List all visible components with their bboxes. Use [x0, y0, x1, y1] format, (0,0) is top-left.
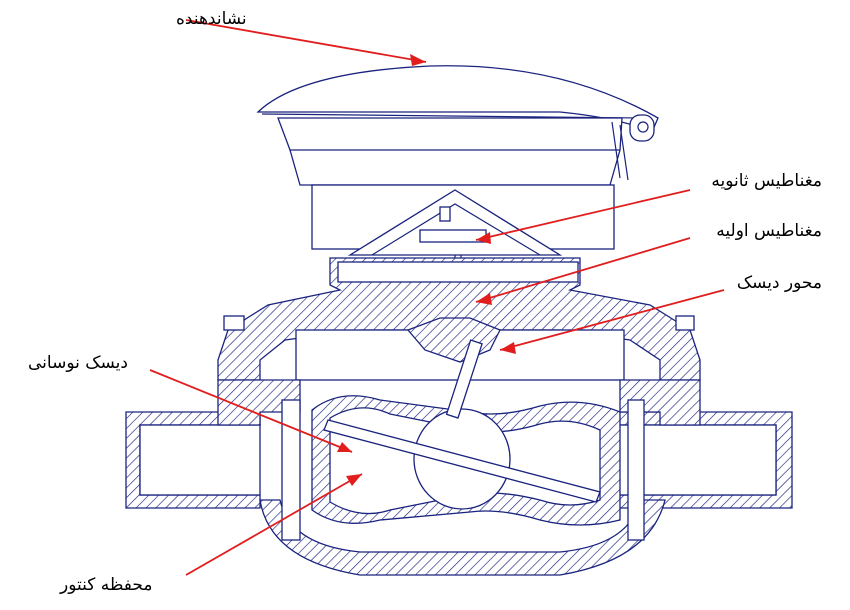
pipe-connections	[125, 379, 793, 509]
primary-magnet-label: مغناطیس اولیه	[716, 221, 822, 241]
indicator-label: نشاندهنده	[176, 9, 247, 29]
lower-body	[259, 399, 666, 576]
secondary-magnet-label: مغناطیس ثانویه	[711, 171, 822, 191]
upper-body	[217, 257, 701, 381]
disc-axis-label: محور دیسک	[737, 273, 822, 293]
measuring-chamber	[311, 339, 621, 526]
meter-chamber-label: محفظه کنتور	[59, 575, 153, 595]
oscillating-disc	[323, 419, 601, 503]
oscillating-disc-label: دیسک نوسانی	[28, 353, 128, 373]
indicator-lid	[256, 65, 659, 142]
leader-lines	[149, 19, 725, 576]
disc-axis	[445, 339, 483, 419]
